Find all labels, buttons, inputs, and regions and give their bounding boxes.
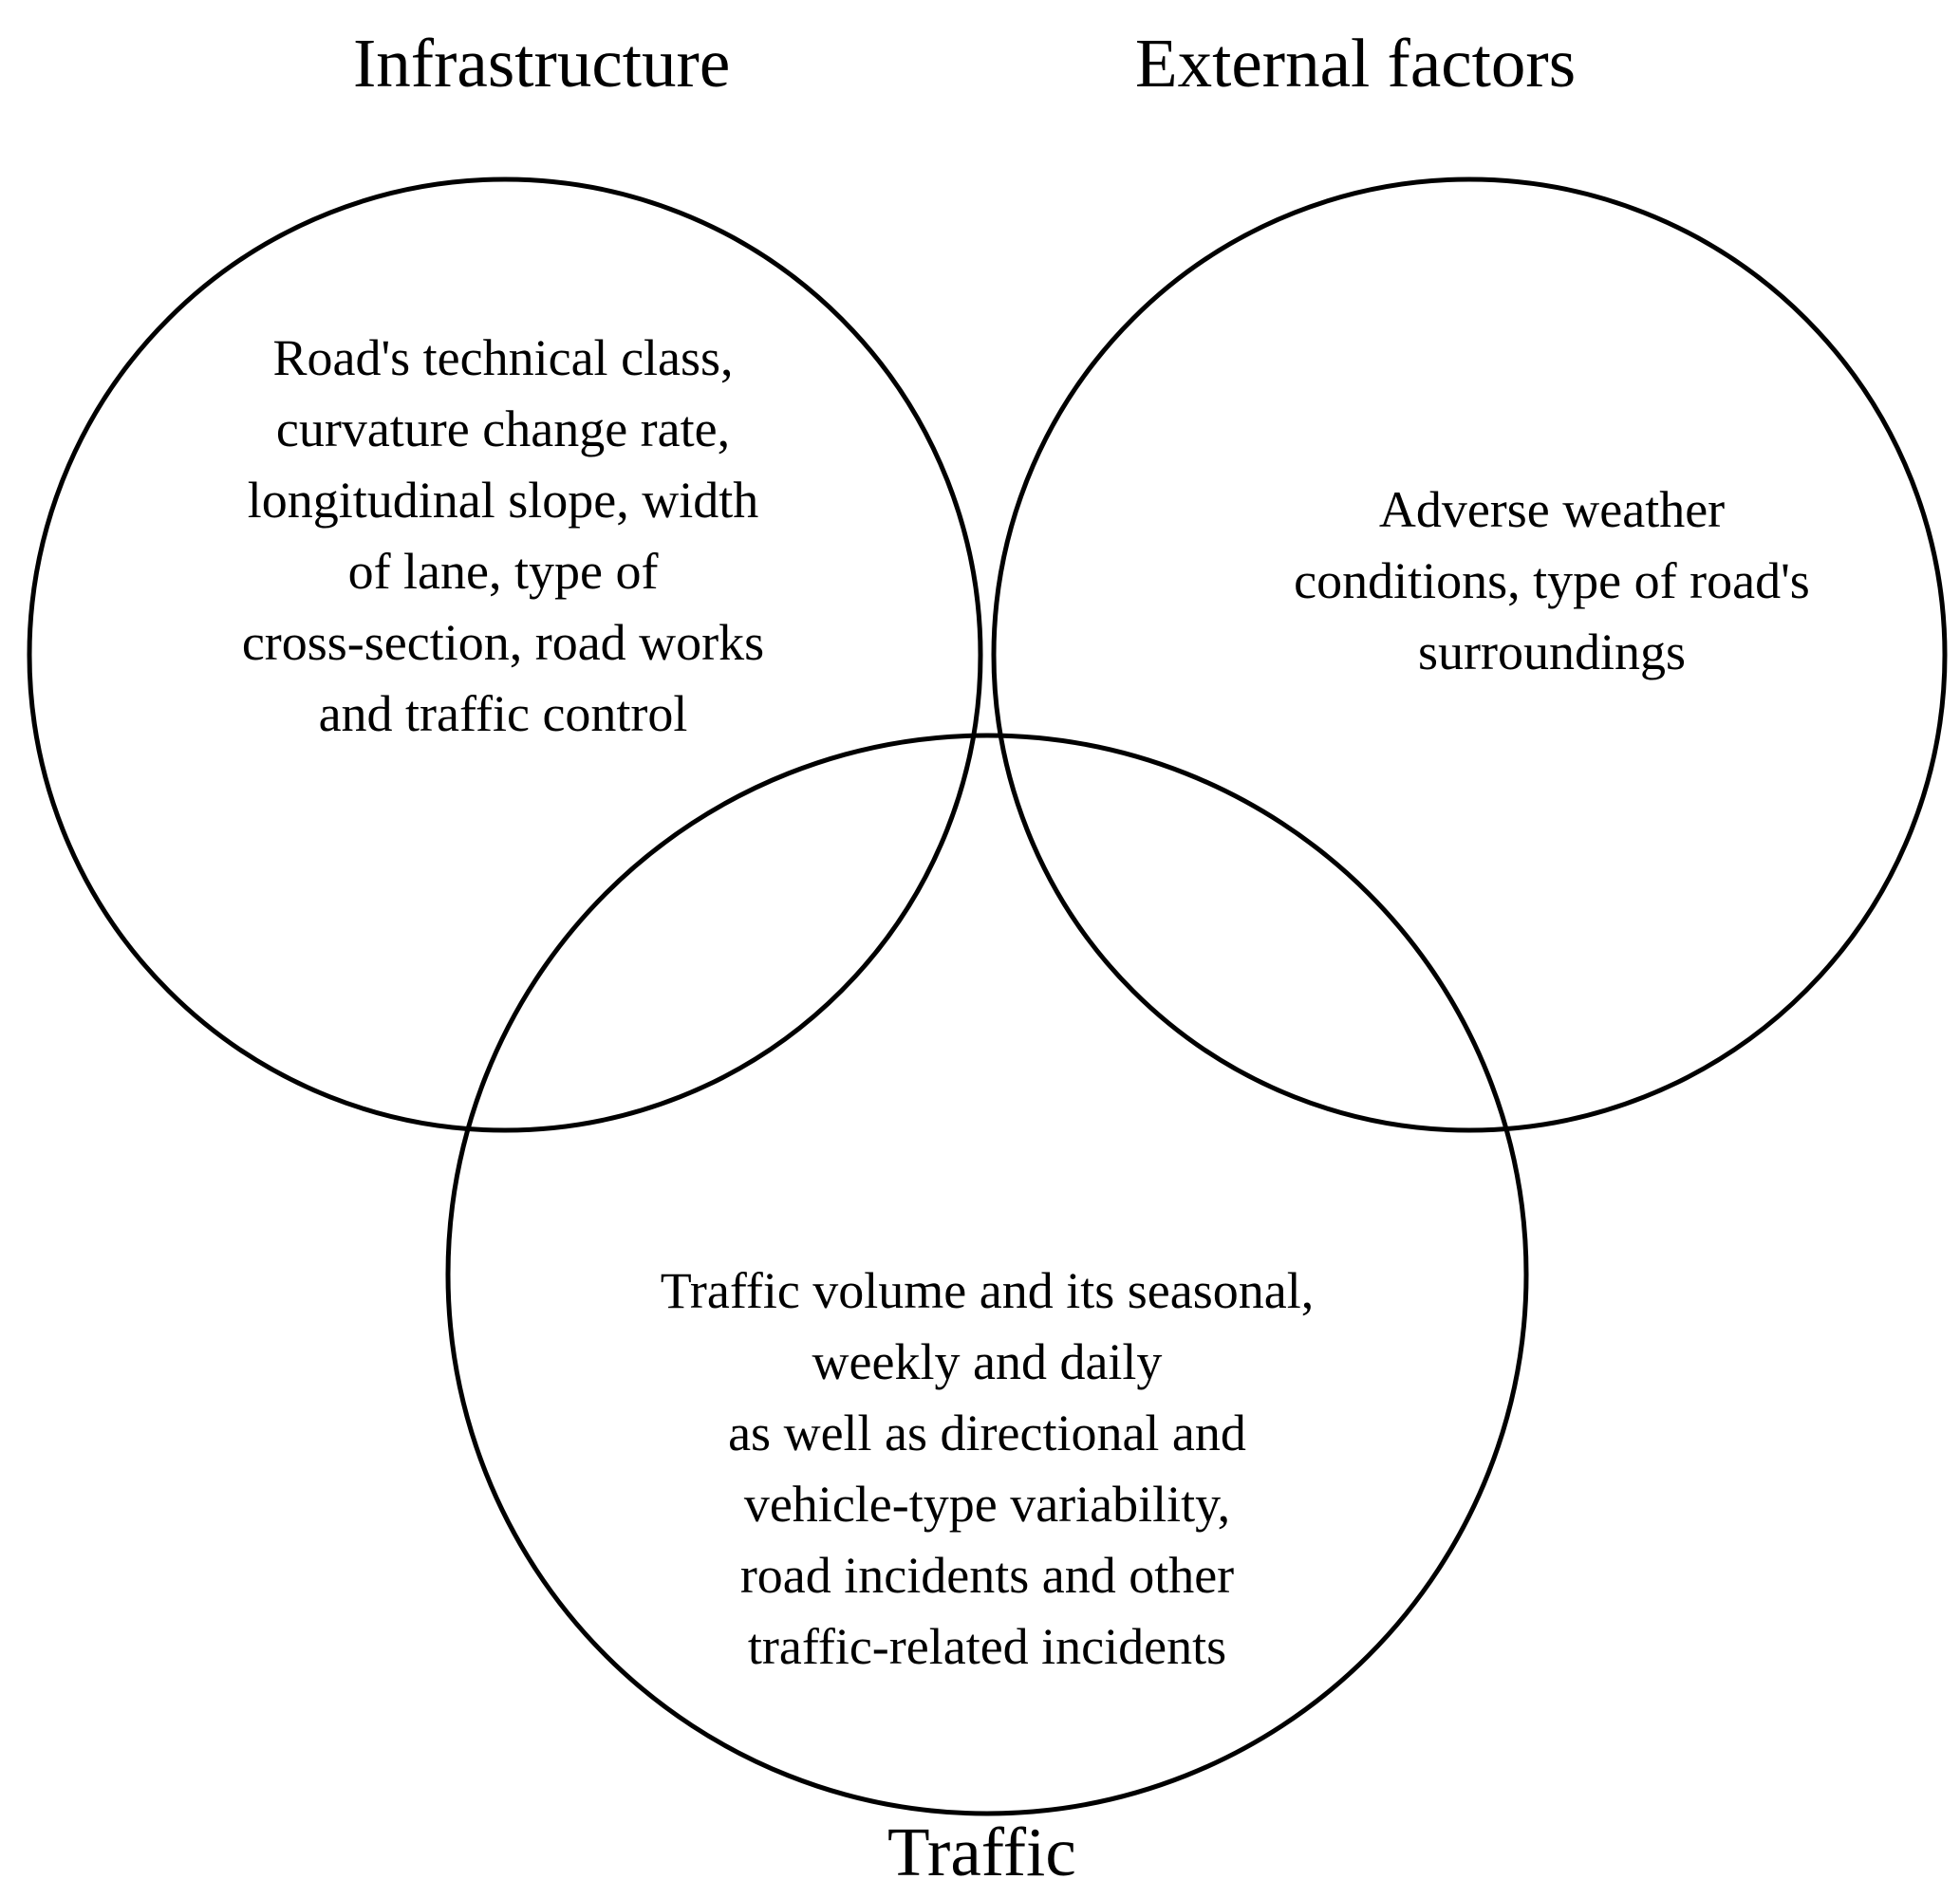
external-factors-title: External factors — [1135, 25, 1577, 102]
infrastructure-description: Road's technical class, curvature change… — [241, 329, 765, 742]
traffic-title: Traffic — [887, 1814, 1076, 1890]
external-factors-circle — [991, 177, 1948, 1133]
infrastructure-circle — [27, 177, 983, 1133]
infrastructure-title: Infrastructure — [353, 25, 731, 102]
traffic-description: Traffic volume and its seasonal, weekly … — [660, 1262, 1315, 1675]
traffic-circle — [445, 733, 1529, 1816]
external-factors-description: Adverse weather conditions, type of road… — [1294, 481, 1810, 680]
